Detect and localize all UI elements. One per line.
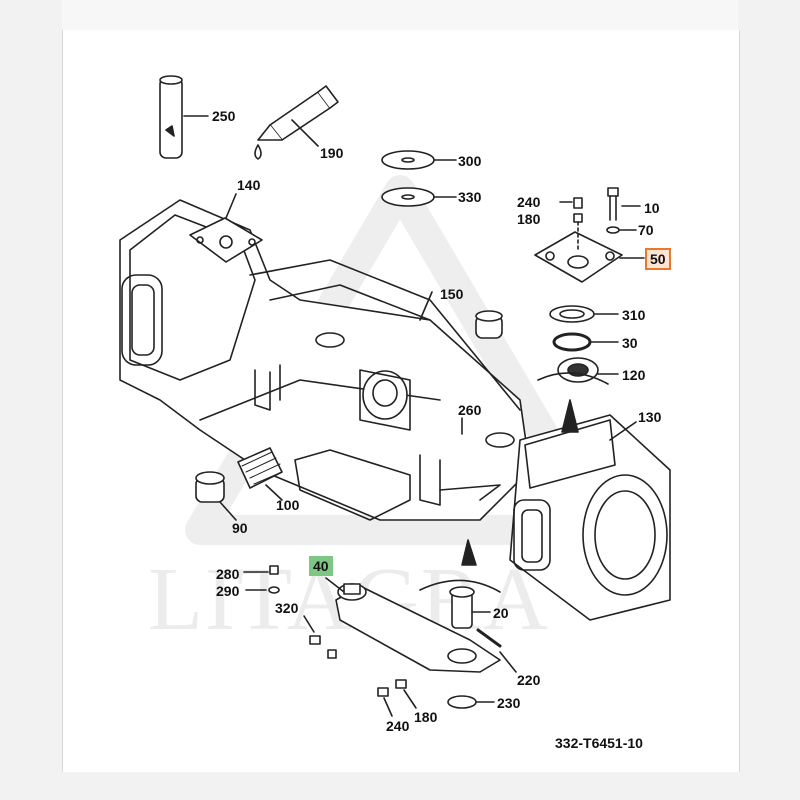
pin-250-drawing [159,75,209,159]
bolt-10-drawing [607,187,641,221]
callout-120[interactable]: 120 [622,367,646,383]
callout-30[interactable]: 30 [622,335,638,351]
callout-100[interactable]: 100 [276,497,300,513]
washer-290-drawing [245,586,280,594]
grease-tube-190-drawing [254,85,339,160]
callout-70[interactable]: 70 [638,222,654,238]
bushing-90-drawing [195,471,237,521]
callout-20[interactable]: 20 [493,605,509,621]
washer-330-drawing [381,187,457,207]
axle-housing-150-drawing [119,193,531,521]
callout-90[interactable]: 90 [232,520,248,536]
callout-190[interactable]: 190 [320,145,344,161]
callout-180-top[interactable]: 180 [517,211,541,227]
pin-220-drawing [476,628,517,673]
steering-arm-40-drawing [325,577,501,673]
washer-230-drawing [447,695,495,709]
hub-housing-130-drawing [509,414,671,621]
callout-150[interactable]: 150 [440,286,464,302]
callout-140[interactable]: 140 [237,177,261,193]
callout-260[interactable]: 260 [458,402,482,418]
washer-70-drawing [606,226,637,234]
callout-330[interactable]: 330 [458,189,482,205]
bearing-120-drawing [557,357,619,383]
nipple-180-drawing [573,213,583,251]
callout-310[interactable]: 310 [622,307,646,323]
fittings-320-drawing [303,615,337,659]
callout-290[interactable]: 290 [216,583,240,599]
bolt-240-drawing [559,197,583,209]
callout-10[interactable]: 10 [644,200,660,216]
drawing-number: 332-T6451-10 [555,735,643,751]
callout-50-selected[interactable]: 50 [645,248,671,270]
callout-250[interactable]: 250 [212,108,236,124]
washer-300-drawing [381,150,457,170]
callout-220[interactable]: 220 [517,672,541,688]
callout-130[interactable]: 130 [638,409,662,425]
ring-30-drawing [552,332,619,352]
callout-300[interactable]: 300 [458,153,482,169]
callout-230[interactable]: 230 [497,695,521,711]
splined-sleeve-100-drawing [237,447,283,501]
kingpin-20-drawing [449,586,491,629]
callout-40-current[interactable]: 40 [309,556,333,576]
callout-240-bottom[interactable]: 240 [386,718,410,734]
callout-320[interactable]: 320 [275,600,299,616]
seal-310-drawing [549,305,619,323]
cover-plate-50-drawing [534,231,645,283]
callout-280[interactable]: 280 [216,566,240,582]
bolt-280-drawing [243,565,279,575]
bushing-drawing [475,310,503,339]
fittings-180-240-drawing [377,679,417,717]
callout-180-bottom[interactable]: 180 [414,709,438,725]
callout-240-top[interactable]: 240 [517,194,541,210]
